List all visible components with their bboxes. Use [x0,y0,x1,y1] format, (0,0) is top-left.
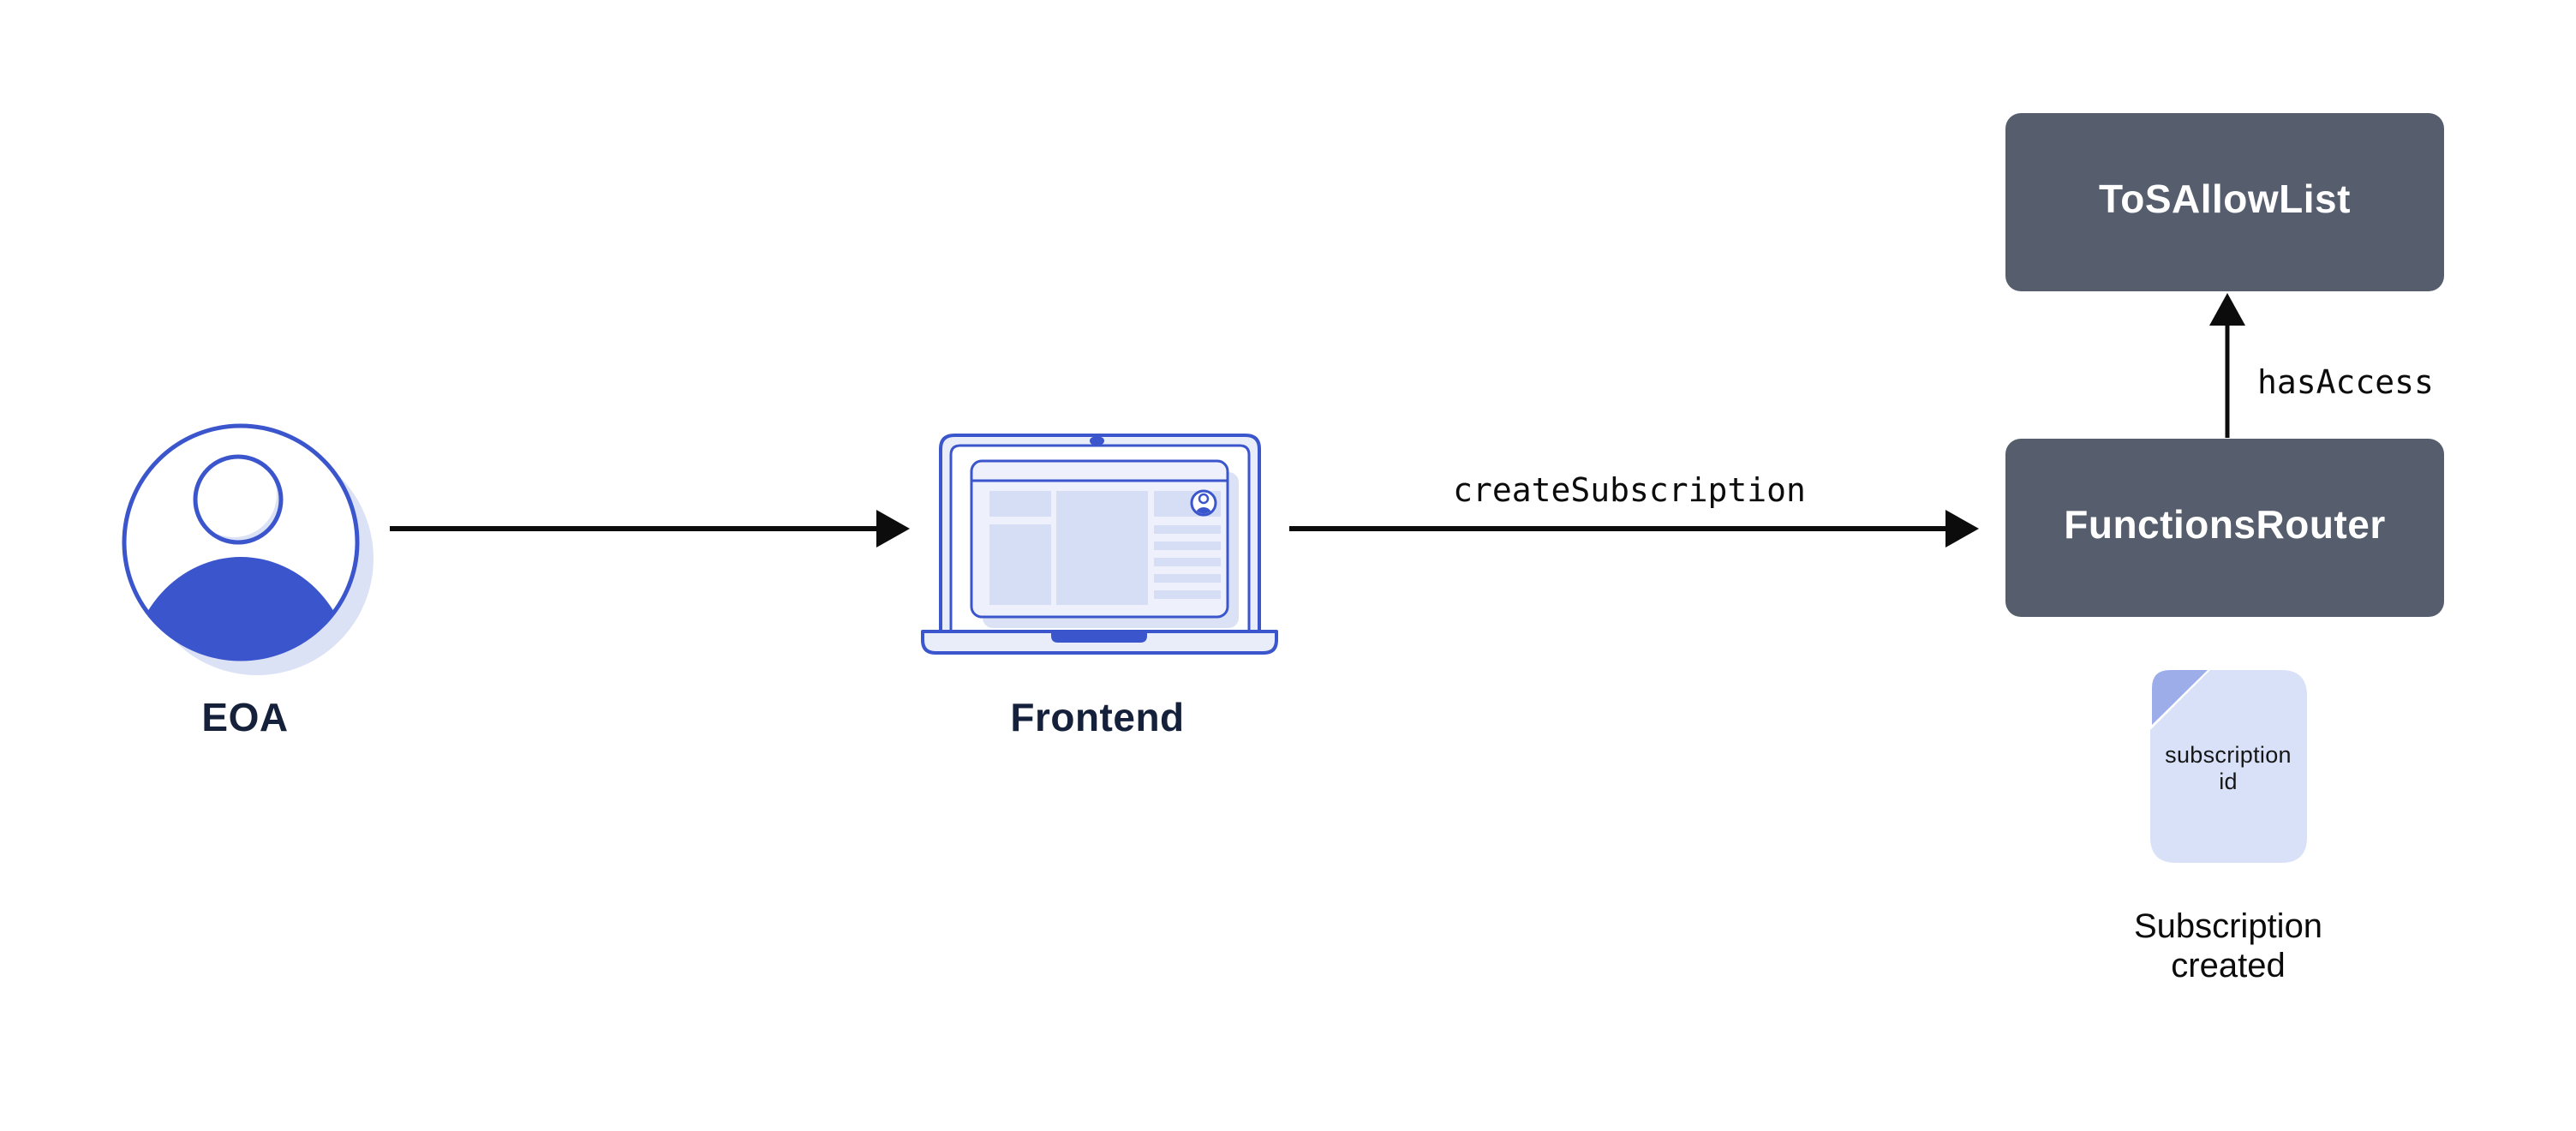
caption-line2: created [2171,947,2286,984]
create-subscription-edge-label: createSubscription [1453,471,1806,509]
user-avatar-icon [122,423,374,675]
tos-allow-list-label: ToSAllowList [2099,177,2351,221]
caption-line1: Subscription [2133,907,2323,945]
has-access-edge-label: hasAccess [2257,363,2434,401]
avatar-outline [122,423,360,661]
arrow-router-to-allowlist [2209,293,2245,438]
functions-router-box: FunctionsRouter [2005,439,2444,617]
document-fold-corner [2152,670,2208,725]
avatar-head-outline [193,454,284,545]
arrow-eoa-to-frontend [390,510,910,548]
browser-user-avatar-icon [1190,489,1217,517]
document-text-line1: subscription [2165,742,2292,768]
webcam-dot-icon [1090,437,1104,445]
subscription-created-caption: Subscription created [2057,907,2400,985]
document-text: subscription id [2143,742,2314,795]
arrowhead-up-icon [2209,293,2245,326]
laptop-icon [921,434,1278,655]
document-text-line2: id [2219,769,2238,794]
frontend-node-label: Frontend [1010,695,1185,739]
arrow-frontend-to-router [1289,510,1979,548]
document-icon [2150,670,2307,863]
document-sheet [2150,670,2307,863]
arrowhead-right-icon [876,510,910,548]
avatar-body [129,557,353,657]
tos-allow-list-box: ToSAllowList [2005,113,2444,291]
laptop-base-notch [1051,631,1147,643]
eoa-node-label: EOA [201,695,289,739]
functions-router-label: FunctionsRouter [2064,502,2386,547]
arrowhead-right-icon [1945,510,1979,548]
